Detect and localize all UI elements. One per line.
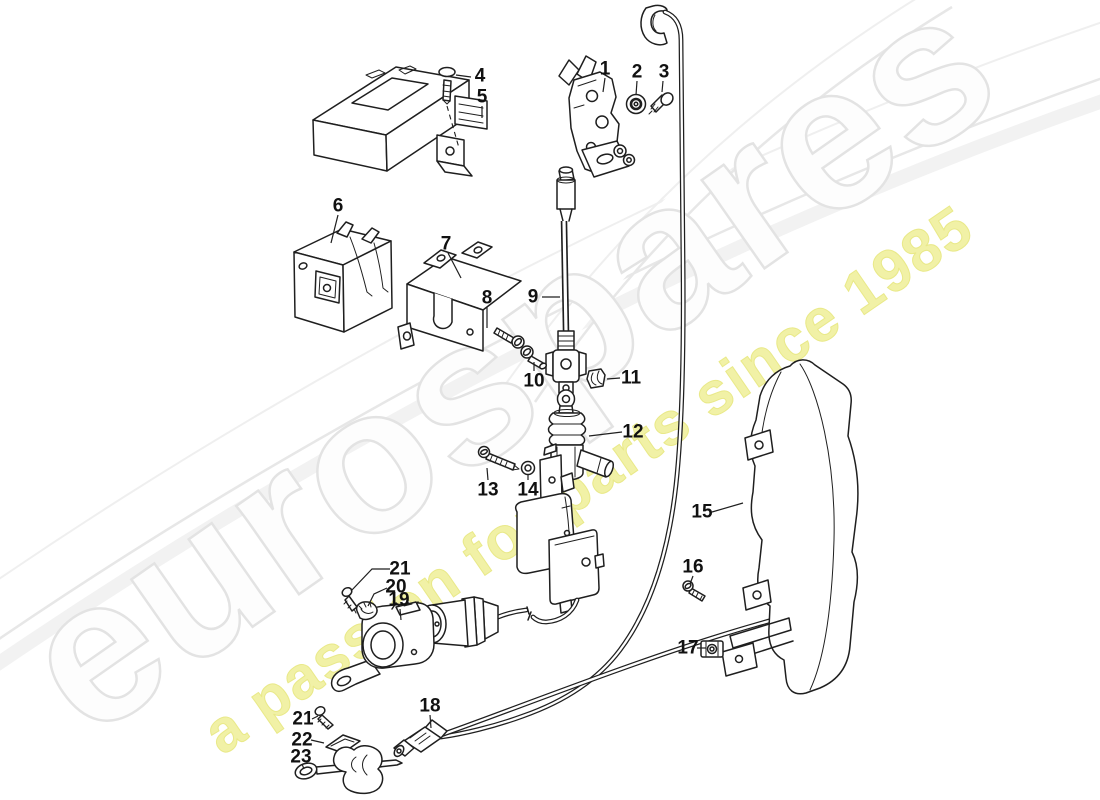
leader-line-3 (661, 80, 664, 93)
leader-line-6 (330, 214, 339, 244)
part-21-screw-lower (314, 706, 334, 730)
part-label-10: 10 (523, 371, 544, 392)
part-20-clip (355, 601, 378, 621)
part-label-9: 9 (528, 287, 539, 308)
part-label-23: 23 (290, 747, 311, 768)
part-label-15: 15 (691, 502, 713, 523)
part-9-antenna-mast (545, 166, 587, 394)
leader-line-19 (399, 608, 402, 621)
part-14-washer (520, 460, 536, 476)
part-6-relay-box (293, 221, 393, 333)
leader-line-16 (689, 575, 694, 585)
cable-hook-clip (640, 4, 668, 46)
part-label-16: 16 (682, 557, 703, 578)
leader-line-23 (301, 763, 305, 770)
part-18-coax-connector (393, 719, 448, 758)
part-1-latch-bracket (558, 55, 636, 178)
part-label-12: 12 (622, 422, 643, 443)
part-label-5: 5 (477, 87, 488, 108)
part-21-screw-upper (341, 586, 358, 614)
part-19-connector-housing (330, 601, 435, 692)
leader-line-15 (711, 502, 744, 513)
part-15-cover-panel (721, 359, 859, 695)
part-5-control-unit (312, 65, 488, 177)
leader-line-21b (311, 715, 319, 720)
part-8-screw (493, 327, 525, 349)
leader-line-21a (350, 568, 390, 592)
part-label-13: 13 (477, 480, 498, 501)
leader-line-18 (429, 714, 432, 729)
leader-line-2 (635, 80, 638, 96)
part-label-7: 7 (441, 234, 452, 255)
part-label-21b: 21 (292, 709, 314, 730)
part-label-21a: 21 (389, 559, 411, 580)
part-16-screw (682, 580, 706, 602)
part-label-22: 22 (291, 730, 312, 751)
part-17-clip-nut (700, 640, 724, 658)
leader-line-20 (367, 587, 388, 607)
drive-gearbox (527, 529, 605, 625)
leader-line-4 (455, 74, 472, 78)
part-label-2: 2 (632, 62, 643, 83)
leader-line-1 (602, 77, 606, 93)
leader-line-11 (606, 377, 621, 380)
part-4-screw (438, 66, 460, 149)
plug-connector (417, 596, 530, 648)
leader-line-12 (588, 431, 623, 437)
part-label-4: 4 (475, 66, 486, 87)
watermark-brand: eurospares (0, 0, 1036, 779)
part-label-19: 19 (388, 590, 409, 611)
part-label-20: 20 (385, 577, 406, 598)
part-2-washer (625, 93, 647, 115)
part-label-1: 1 (600, 59, 611, 80)
part-7-mount-bracket (397, 241, 522, 352)
leader-line-22 (310, 739, 325, 744)
part-label-14: 14 (517, 480, 539, 501)
leader-line-13 (486, 467, 489, 481)
leader-line-7 (447, 252, 462, 279)
part-13-screw (477, 445, 520, 471)
part-11-clip (586, 368, 606, 389)
part-3-screw (648, 92, 674, 115)
part-label-17: 17 (677, 638, 698, 659)
part-label-8: 8 (482, 288, 493, 309)
part-10-bolt (520, 345, 548, 370)
part-label-6: 6 (333, 196, 344, 217)
part-label-11: 11 (621, 368, 642, 389)
part-label-3: 3 (659, 62, 670, 83)
part-label-18: 18 (419, 696, 440, 717)
cable-clamp (332, 745, 384, 795)
